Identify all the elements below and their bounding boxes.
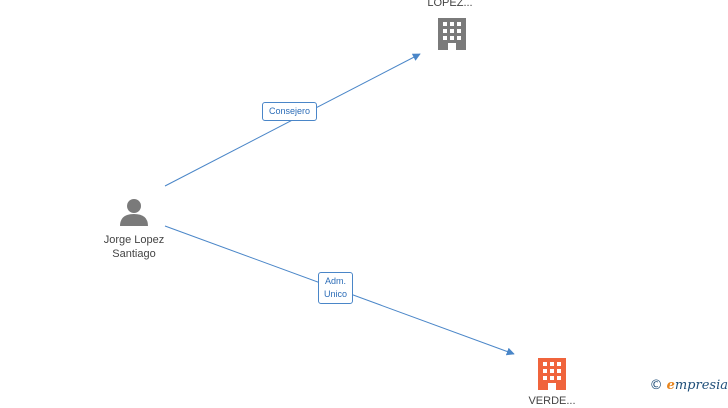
building-icon-highlighted[interactable] (538, 358, 566, 390)
brand-name: mpresia (674, 378, 728, 393)
edge-label-adm-unico: Adm. Unico (318, 272, 354, 304)
company-bottom-label[interactable]: VERDE... (528, 395, 576, 407)
building-icon[interactable] (438, 18, 466, 50)
edge-label-consejero: Consejero (262, 102, 318, 121)
person-icon[interactable] (120, 199, 148, 226)
brand-initial: e (666, 378, 675, 393)
person-label[interactable]: Jorge Lopez Santiago (103, 234, 165, 260)
company-top-label[interactable]: LOPEZ... (427, 0, 473, 9)
empresia-logo: ©empresia (650, 378, 728, 393)
copyright-symbol: © (649, 378, 663, 393)
